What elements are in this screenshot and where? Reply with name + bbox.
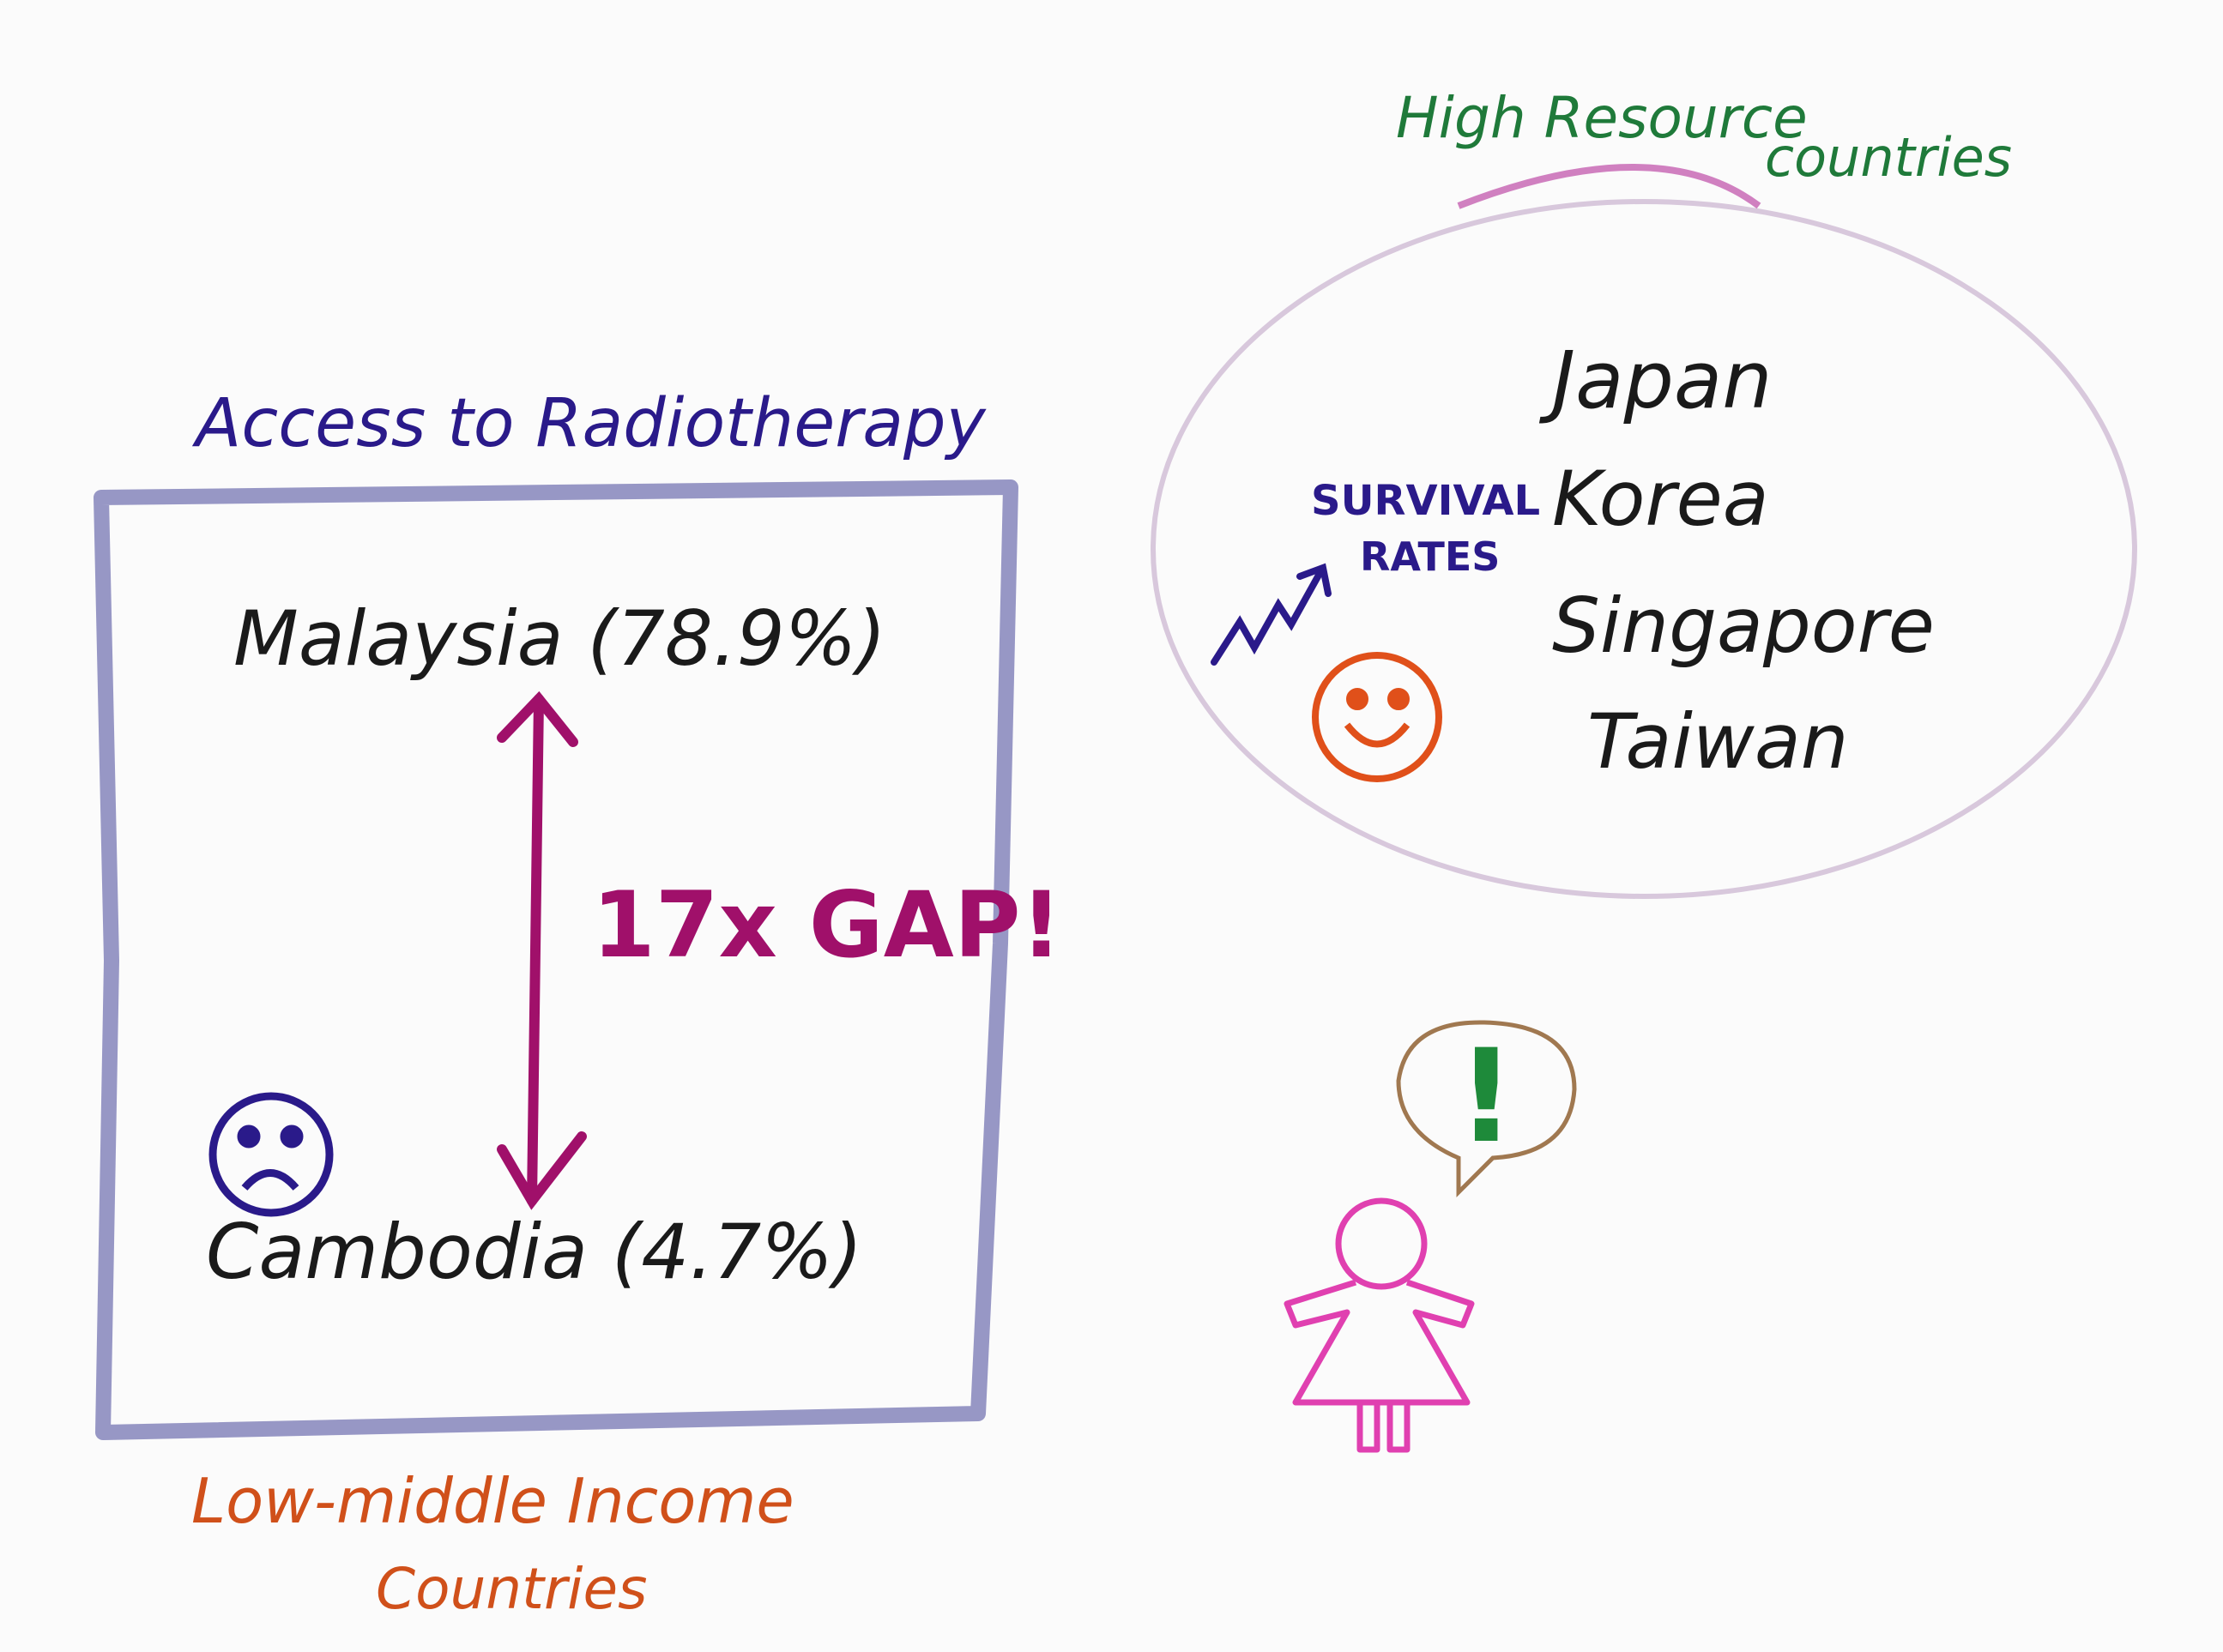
- low-income-caption-1: Low-middle Income: [191, 1465, 794, 1537]
- country-list: Japan Korea Singapore Taiwan: [1538, 335, 1935, 786]
- high-resource-caption-2: countries: [1765, 126, 2012, 189]
- radiotherapy-box: [94, 479, 1018, 1440]
- country-japan: Japan: [1538, 335, 1773, 426]
- rising-arrow-icon: [1211, 563, 1332, 666]
- radiotherapy-title: Access to Radiotherapy: [191, 385, 988, 462]
- survival-label-2: RATES: [1360, 534, 1500, 580]
- survival-label-1: SURVIVAL: [1311, 477, 1540, 525]
- gap-arrow: [497, 690, 587, 1210]
- sad-face-icon: [208, 1092, 334, 1217]
- ellipse-highlight: [1457, 164, 1761, 209]
- woman-figure-icon: [1284, 1197, 1475, 1453]
- high-resource-ellipse: [1151, 199, 2137, 899]
- country-korea: Korea: [1552, 455, 1769, 543]
- exclamation-mark: !: [1457, 1022, 1515, 1172]
- country-taiwan: Taiwan: [1587, 697, 1849, 786]
- gap-label: 17x GAP!: [592, 872, 1062, 978]
- high-resource-caption-1: High Resource: [1396, 85, 1808, 151]
- malaysia-label: Malaysia (78.9%): [233, 594, 886, 683]
- smiley-face-icon: [1312, 652, 1442, 782]
- cambodia-label: Cambodia (4.7%): [206, 1208, 862, 1296]
- country-singapore: Singapore: [1552, 582, 1935, 670]
- speech-bubble: [1396, 1020, 1577, 1198]
- low-income-caption-2: Countries: [376, 1556, 647, 1622]
